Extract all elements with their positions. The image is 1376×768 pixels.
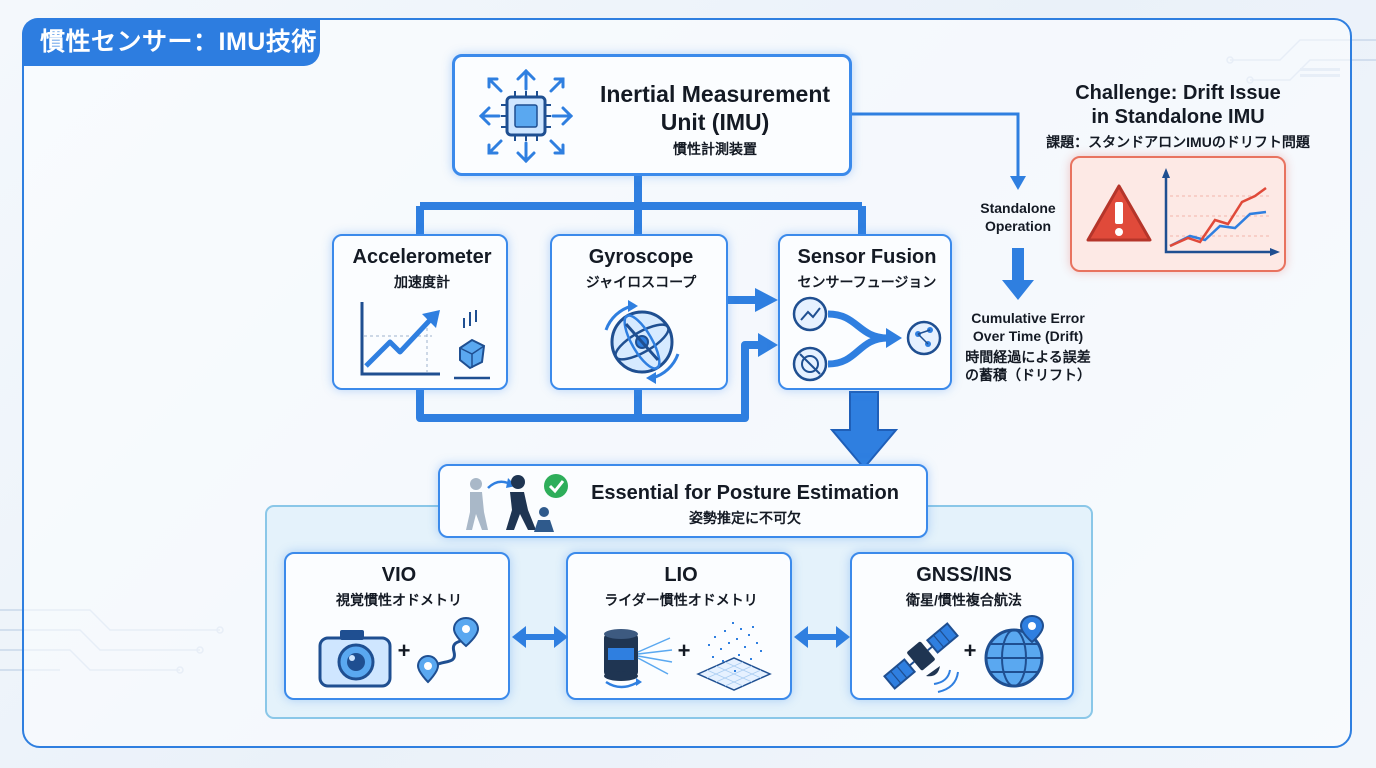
gnss-plus: + [963, 638, 977, 663]
posture-jp: 姿勢推定に不可欠 [689, 510, 801, 526]
gyroscope-icon [604, 300, 680, 384]
satellite-icon [883, 622, 959, 693]
gyroscope-box: Gyroscope ジャイロスコープ [550, 234, 728, 390]
drift-chart-icon [1162, 168, 1280, 256]
people-icon [466, 474, 568, 532]
accelerometer-box: Accelerometer 加速度計 [332, 234, 508, 390]
challenge-title-line1: Challenge: Drift Issue [1075, 82, 1281, 104]
standalone-label-line1: Standalone [980, 200, 1056, 216]
cumulative-error-line2: Over Time (Drift) [972, 328, 1084, 344]
sensor-fusion-title: Sensor Fusion [797, 246, 937, 268]
challenge-title-jp: 課題：スタンドアロンIMUのドリフト問題 [1046, 134, 1310, 150]
drift-arrow-icon [1002, 248, 1034, 300]
accelerometer-title: Accelerometer [352, 246, 492, 268]
challenge-title-line2: in Standalone IMU [1091, 106, 1265, 128]
imu-box: Inertial Measurement Unit (IMU) 慣性計測装置 [452, 54, 852, 176]
accelerometer-jp: 加速度計 [394, 274, 450, 290]
path-icon [416, 616, 480, 684]
lio-box: LIO ライダー慣性オドメトリ + [566, 552, 792, 700]
fusion-icon [792, 296, 942, 382]
pointcloud-icon [696, 622, 772, 691]
gyroscope-title: Gyroscope [588, 246, 694, 268]
graph-icon [360, 302, 440, 376]
vio-box: VIO 視覚慣性オドメトリ + [284, 552, 510, 700]
double-arrow-icon [794, 626, 850, 648]
drift-chart-box [1070, 156, 1286, 272]
page-title: 慣性センサー：IMU技術 [22, 18, 320, 66]
chip-icon [478, 68, 574, 164]
cumulative-error-jp-line1: 時間経過による誤差 [965, 349, 1091, 365]
vio-plus: + [397, 638, 411, 663]
standalone-label-line2: Operation [984, 218, 1052, 234]
lio-title: LIO [664, 564, 698, 586]
sensor-fusion-jp: センサーフュージョン [797, 274, 937, 290]
gnss-title: GNSS/INS [916, 564, 1012, 586]
gnss-jp: 衛星/慣性複合航法 [906, 592, 1022, 608]
cumulative-error-line1: Cumulative Error [971, 310, 1085, 326]
camera-icon [318, 630, 392, 688]
gnss-box: GNSS/INS 衛星/慣性複合航法 + [850, 552, 1074, 700]
vio-jp: 視覚慣性オドメトリ [336, 592, 462, 608]
double-arrow-icon [512, 626, 568, 648]
down-arrow-icon [829, 391, 899, 470]
vio-title: VIO [381, 564, 417, 586]
posture-title: Essential for Posture Estimation [591, 482, 899, 504]
cube-icon [454, 310, 490, 380]
lio-jp: ライダー慣性オドメトリ [604, 592, 758, 608]
sensor-fusion-box: Sensor Fusion センサーフュージョン [778, 234, 952, 390]
gyroscope-jp: ジャイロスコープ [585, 274, 697, 290]
globe-icon [984, 614, 1045, 688]
lidar-icon [604, 629, 673, 689]
imu-title-line1: Inertial Measurement [599, 81, 831, 107]
cumulative-error-jp-line2: の蓄積（ドリフト） [965, 367, 1091, 383]
lio-plus: + [677, 638, 691, 663]
imu-title-jp: 慣性計測装置 [673, 141, 757, 157]
imu-title-line2: Unit (IMU) [660, 109, 770, 135]
check-icon [544, 474, 568, 498]
posture-box: Essential for Posture Estimation 姿勢推定に不可… [438, 464, 928, 538]
warning-icon [1086, 184, 1152, 242]
